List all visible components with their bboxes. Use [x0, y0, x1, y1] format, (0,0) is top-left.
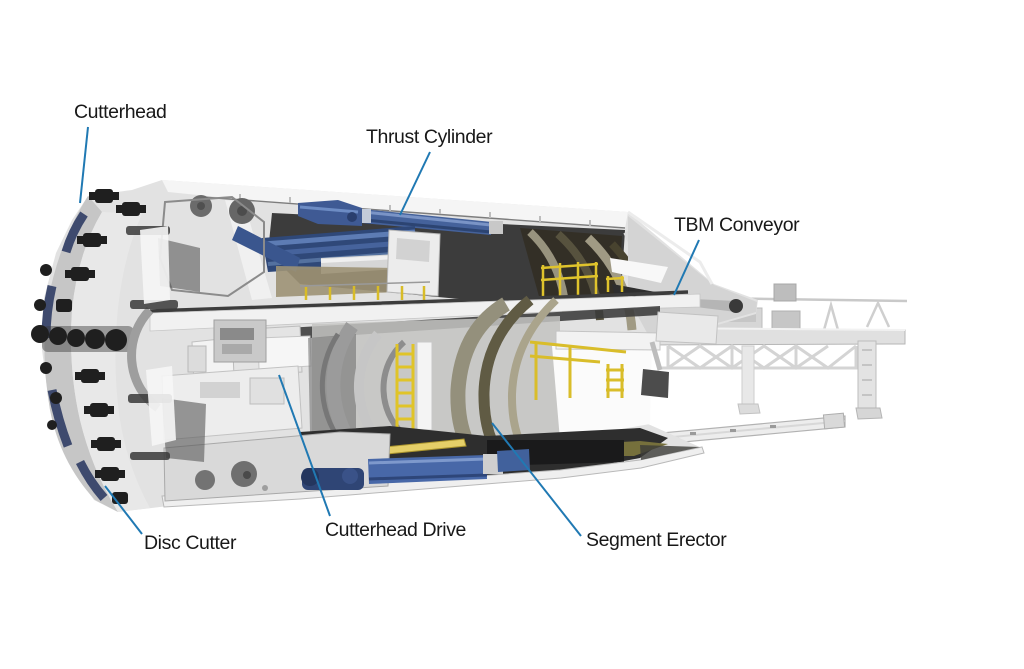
- svg-text:TBM Conveyor: TBM Conveyor: [674, 214, 800, 236]
- svg-text:Thrust Cylinder: Thrust Cylinder: [366, 126, 493, 148]
- svg-text:Segment Erector: Segment Erector: [586, 529, 727, 551]
- svg-text:Cutterhead Drive: Cutterhead Drive: [325, 519, 466, 541]
- svg-text:Disc Cutter: Disc Cutter: [144, 532, 237, 554]
- svg-text:Cutterhead: Cutterhead: [74, 101, 166, 123]
